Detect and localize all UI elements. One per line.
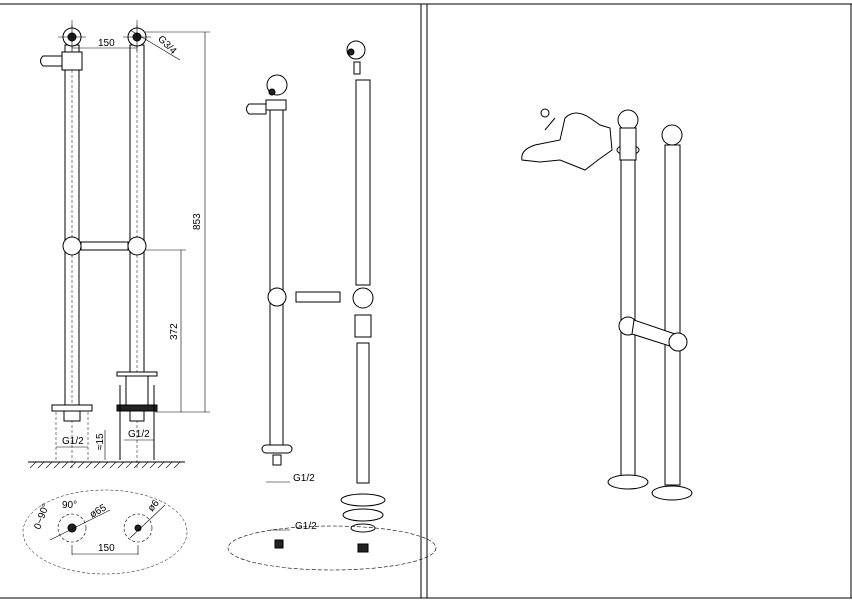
diameter-hole-label: ø6 xyxy=(146,498,162,514)
thread-base-label: G1/2 xyxy=(295,521,317,532)
height-total-label: 853 xyxy=(192,213,203,230)
thread-top-label: G3/4 xyxy=(155,34,178,57)
front-elevation-view: G3/4 150 853 372 G1/2 G1/2 ≈15 xyxy=(28,20,210,470)
sheet-frame xyxy=(0,3,852,599)
thread-left-label: G1/2 xyxy=(62,436,84,447)
exploded-view: G1/2 G1/2 xyxy=(227,40,437,571)
thread-right-label: G1/2 xyxy=(128,429,150,440)
thread-flange-label: G1/2 xyxy=(293,473,315,484)
angle-label: 90° xyxy=(62,500,77,511)
spacing-bottom-label: 150 xyxy=(98,543,115,554)
angle-range-label: 0~90° xyxy=(32,502,51,531)
spacing-top-label: 150 xyxy=(98,38,115,49)
offset-label: ≈15 xyxy=(95,433,106,450)
plan-view: 90° 0~90° ø65 ø6 150 xyxy=(22,489,188,575)
diameter-flange-label: ø65 xyxy=(88,502,109,520)
height-bar-label: 372 xyxy=(169,323,180,340)
floor-hatch xyxy=(28,461,185,469)
assembled-3d-view xyxy=(521,108,693,501)
